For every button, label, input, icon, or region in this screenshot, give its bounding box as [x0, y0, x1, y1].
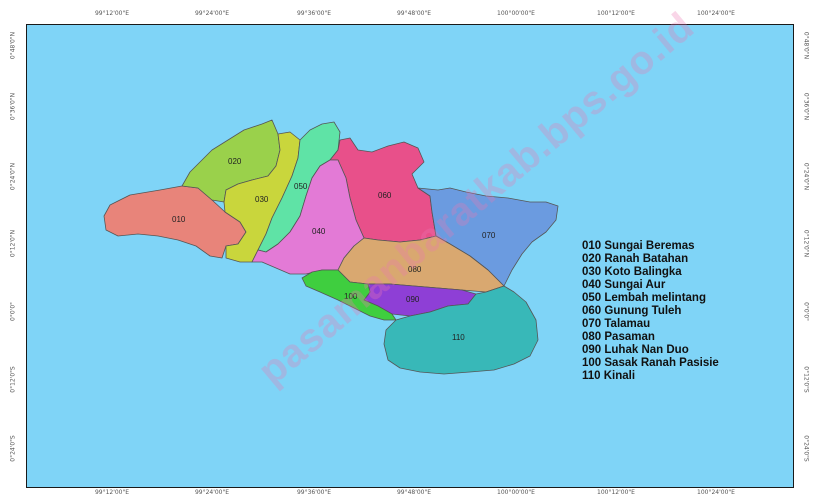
- region-label: 010: [172, 215, 186, 224]
- legend-item: 010 Sungai Beremas: [582, 240, 695, 252]
- grid-label-top: 99°24'00"E: [194, 10, 230, 17]
- legend-item: 020 Ranah Batahan: [582, 253, 689, 265]
- grid-label-top: 100°12'00"E: [597, 10, 635, 17]
- region-label: 090: [406, 295, 420, 304]
- grid-label-top: 100°24'00"E: [697, 10, 735, 17]
- region-label: 110: [452, 333, 465, 342]
- grid-label-top: 100°00'00"E: [497, 10, 535, 17]
- legend-item: 080 Pasaman: [582, 331, 655, 343]
- grid-label-bottom: 99°24'00"E: [194, 489, 230, 496]
- legend-item: 090 Luhak Nan Duo: [582, 344, 689, 356]
- grid-label-bottom: 100°12'00"E: [597, 489, 635, 496]
- grid-label-top: 99°48'00"E: [396, 10, 432, 17]
- legend-item: 070 Talamau: [582, 318, 651, 330]
- region-label: 040: [312, 227, 326, 236]
- region-label: 100: [344, 292, 358, 301]
- region-label: 020: [228, 157, 242, 166]
- grid-label-bottom: 99°12'00"E: [94, 489, 130, 496]
- grid-label-bottom: 100°00'00"E: [497, 489, 535, 496]
- legend-item: 030 Koto Balingka: [582, 266, 682, 278]
- grid-label-bottom: 99°36'00"E: [296, 489, 332, 496]
- grid-label-top: 99°36'00"E: [296, 10, 332, 17]
- map-legend: 010 Sungai Beremas 020 Ranah Batahan 030…: [582, 240, 719, 383]
- grid-label-bottom: 99°48'00"E: [396, 489, 432, 496]
- legend-item: 110 Kinali: [582, 370, 636, 382]
- region-label: 050: [294, 182, 308, 191]
- legend-item: 040 Sungai Aur: [582, 279, 666, 291]
- region-label: 030: [255, 195, 269, 204]
- region-110-kinali[interactable]: [383, 285, 539, 375]
- legend-item: 100 Sasak Ranah Pasisie: [582, 357, 719, 369]
- legend-item: 050 Lembah melintang: [582, 292, 706, 304]
- region-label: 080: [408, 265, 422, 274]
- legend-item: 060 Gunung Tuleh: [582, 305, 682, 317]
- grid-label-top: 99°12'00"E: [94, 10, 130, 17]
- region-label: 070: [482, 231, 496, 240]
- region-100-sasak-ranah-pasisie[interactable]: [301, 269, 397, 321]
- region-040-sungai-aur[interactable]: [251, 159, 365, 275]
- region-label: 060: [378, 191, 392, 200]
- grid-label-bottom: 100°24'00"E: [697, 489, 735, 496]
